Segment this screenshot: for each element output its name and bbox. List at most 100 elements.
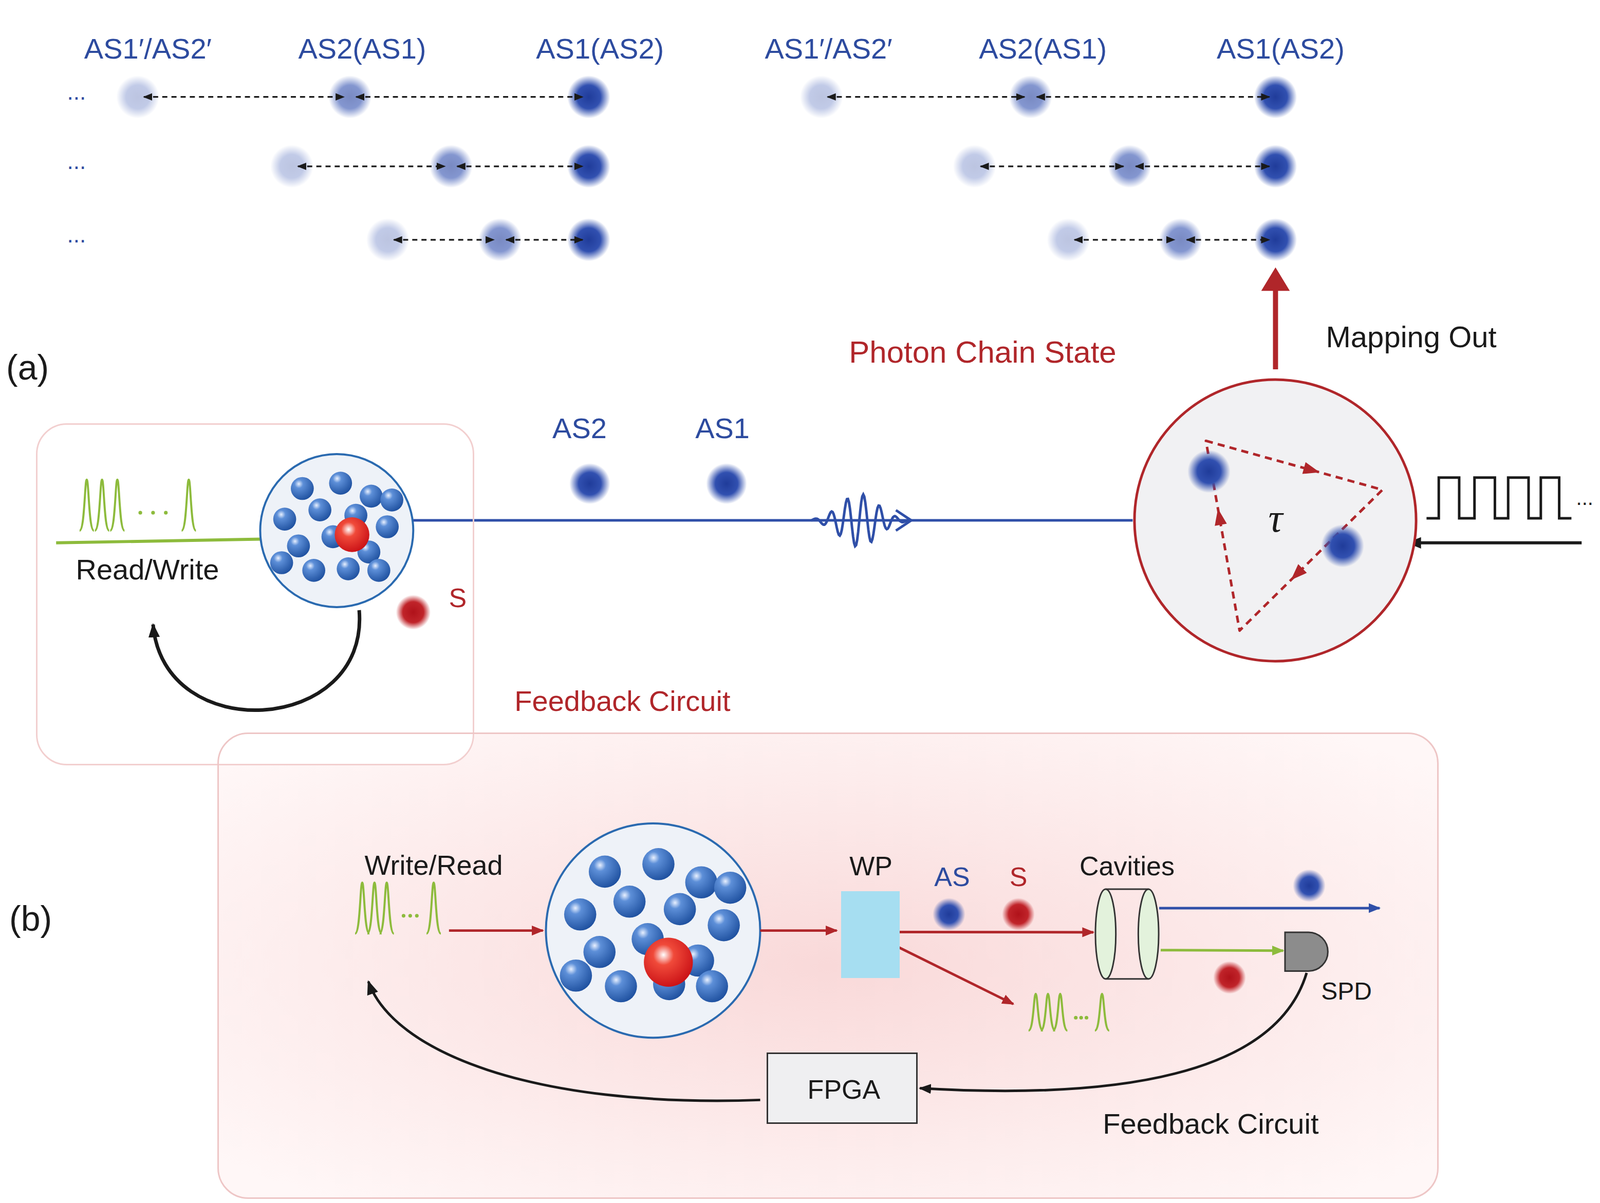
mapping-label: Mapping Out	[1326, 319, 1497, 355]
fpga-box: FPGA	[766, 1052, 918, 1125]
atom	[336, 557, 360, 581]
waveplate: WP	[841, 891, 900, 979]
feedback-arrow	[368, 981, 761, 1102]
atom	[380, 488, 404, 512]
node-text: τ	[1268, 495, 1283, 542]
ellipsis: ...	[67, 148, 87, 175]
atom	[270, 551, 294, 575]
node-outline	[1093, 887, 1161, 982]
column-label: AS1(AS2)	[535, 32, 664, 66]
stokes-photon	[396, 594, 432, 630]
atom	[583, 936, 616, 969]
photon-dot	[1213, 961, 1246, 995]
photon-dot	[270, 144, 313, 188]
column-label: AS2(AS1)	[298, 32, 427, 66]
atom	[604, 970, 638, 1003]
photon-dot	[1187, 450, 1231, 493]
pulse-dot	[408, 914, 413, 918]
photon-dot	[1001, 898, 1035, 932]
pulse	[79, 479, 196, 531]
square-pulses	[1426, 477, 1572, 519]
atom	[685, 866, 718, 899]
atom	[273, 507, 297, 531]
node-text: Read/Write	[75, 553, 219, 587]
photon-dot	[932, 898, 966, 932]
column-label: AS1′/AS2′	[84, 32, 212, 66]
loop-path	[1205, 440, 1383, 631]
atom	[287, 534, 311, 558]
loop-arrowhead	[1286, 564, 1307, 585]
photon-dot	[569, 463, 610, 505]
pulse-train	[1028, 994, 1110, 1032]
excited-atom	[643, 938, 693, 988]
panel-label: (b)	[9, 898, 52, 939]
photon-label: AS2	[552, 412, 607, 445]
atom-cloud	[545, 823, 760, 1038]
panel-b-fill	[217, 732, 1439, 1200]
atom	[367, 559, 391, 583]
photon-chain-rows	[116, 75, 1297, 262]
beam	[760, 929, 837, 933]
ring-memory: τ	[1132, 377, 1419, 664]
photon-dot	[328, 75, 371, 119]
atom	[290, 477, 314, 501]
dashed-arrow	[298, 165, 445, 167]
atom	[308, 498, 332, 522]
node-text: FPGA	[807, 1074, 881, 1106]
excited-atom	[334, 517, 370, 553]
pulse-train	[355, 882, 441, 934]
dashed-arrow	[1036, 96, 1270, 98]
photon-dot	[567, 75, 610, 119]
pulse-dot	[401, 914, 406, 918]
pulse-dot	[151, 511, 155, 515]
dashed-arrow	[827, 96, 1025, 98]
column-label: AS1(AS2)	[1216, 32, 1345, 66]
pulse-label: Write/Read	[364, 849, 503, 882]
photon-label: AS	[934, 862, 970, 893]
dashed-arrow	[457, 165, 583, 167]
connector	[919, 973, 1307, 1092]
panel-a-fill	[35, 423, 475, 766]
ellipsis: ...	[67, 221, 87, 249]
pulse	[355, 882, 441, 934]
cloud-outline	[259, 454, 414, 608]
photon-label: AS1	[695, 412, 750, 445]
atom	[359, 485, 383, 509]
ellipsis: ...	[1576, 486, 1594, 510]
loop-arrowhead	[1212, 507, 1227, 526]
pulse-dot	[163, 511, 168, 515]
feedback-panel: Feedback CircuitWPCavitiesSPDFPGA	[217, 732, 1439, 1200]
photon-dot	[478, 218, 522, 262]
photon-dot	[705, 463, 747, 505]
photon-dot	[800, 75, 843, 119]
panel-label: (a)	[6, 347, 49, 388]
photon-dot	[1159, 218, 1202, 262]
loop-arrowhead	[1302, 462, 1322, 479]
atom	[564, 898, 597, 932]
node-text: WP	[849, 851, 893, 883]
pulse-dot	[138, 511, 142, 515]
detector: SPD	[1282, 930, 1330, 974]
feedback-panel: Read/WriteS	[35, 423, 475, 766]
photon-dot	[366, 218, 409, 262]
photon-dot	[1321, 524, 1365, 568]
connector	[899, 931, 1094, 934]
pulse-train	[79, 479, 196, 531]
dashed-arrow	[1186, 238, 1270, 241]
node-text: SPD	[1321, 977, 1372, 1006]
cavity-end	[1095, 889, 1116, 980]
node-text: Cavities	[1079, 851, 1175, 883]
cavity-filter: Cavities	[1093, 887, 1161, 982]
section-title: Photon Chain State	[848, 334, 1116, 370]
photon-dot	[1108, 144, 1151, 188]
photon-dot	[567, 144, 610, 188]
photon-dot	[116, 75, 159, 119]
dashed-arrow	[1074, 238, 1175, 241]
atom	[375, 515, 399, 539]
dashed-arrow	[143, 96, 344, 98]
photon-dot	[1292, 869, 1326, 903]
input-arrow	[1408, 541, 1583, 545]
pulse-dot	[1073, 1016, 1078, 1020]
dashed-arrow	[1135, 165, 1270, 167]
dashed-arrow	[980, 165, 1124, 167]
